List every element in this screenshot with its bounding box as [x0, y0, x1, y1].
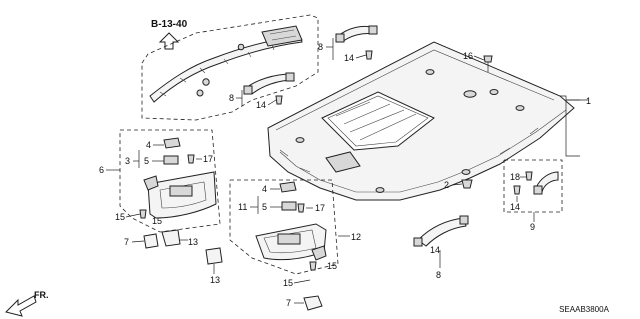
reference-label: B-13-40 — [151, 19, 188, 30]
callout-8: 8 — [229, 93, 234, 103]
drawing-code: SEAAB3800A — [559, 305, 609, 314]
callout-14: 14 — [344, 53, 354, 63]
callout-8: 8 — [318, 42, 323, 52]
callout-15: 15 — [115, 212, 125, 222]
reference-up-arrow — [158, 32, 180, 50]
vanity-mirror — [169, 185, 193, 197]
callout-15: 15 — [152, 216, 162, 226]
airbag-clip — [202, 78, 210, 86]
callout-13: 13 — [188, 237, 198, 247]
front-direction-arrow — [5, 295, 37, 317]
screw — [139, 209, 147, 219]
screw — [275, 95, 283, 105]
airbag-clip — [237, 43, 245, 51]
callout-5: 5 — [144, 156, 149, 166]
callout-12: 12 — [351, 232, 361, 242]
callout-3: 3 — [125, 156, 130, 166]
vanity-mirror — [277, 233, 301, 245]
callout-2: 2 — [444, 180, 449, 190]
rear-grip-group-outline — [503, 159, 563, 213]
callout-14: 14 — [256, 100, 266, 110]
visor-label-cover — [163, 137, 181, 149]
callout-5: 5 — [262, 202, 267, 212]
clip — [483, 55, 493, 63]
light-recess — [325, 151, 361, 173]
callout-11: 11 — [238, 202, 247, 212]
callout-17: 17 — [315, 203, 325, 213]
visor-holder — [303, 295, 323, 311]
clip — [461, 179, 473, 189]
callout-4: 4 — [262, 184, 267, 194]
callout-6: 6 — [99, 165, 104, 175]
airbag-inflator — [261, 25, 303, 47]
left-visor-group-outline — [119, 129, 221, 233]
callout-14: 14 — [510, 202, 520, 212]
screw — [297, 203, 305, 213]
callout-16: 16 — [463, 51, 473, 61]
screw — [309, 261, 317, 271]
airbag-group-outline — [141, 14, 319, 121]
visor-holder-bracket — [205, 247, 223, 265]
callout-14: 14 — [430, 245, 440, 255]
callout-15: 15 — [327, 261, 337, 271]
callout-7: 7 — [286, 298, 291, 308]
callout-8: 8 — [436, 270, 441, 280]
callout-4: 4 — [146, 140, 151, 150]
assist-grip-end — [243, 85, 253, 95]
callout-9: 9 — [530, 222, 535, 232]
visor-hinge — [311, 245, 327, 261]
callout-15: 15 — [283, 278, 293, 288]
screw — [365, 50, 373, 60]
headliner-hole — [463, 90, 477, 98]
front-label: FR. — [34, 290, 49, 300]
visor-label-cover — [279, 181, 297, 193]
vanity-mirror-lid — [163, 155, 179, 165]
visor-hinge — [143, 175, 159, 191]
assist-grip — [417, 217, 467, 247]
right-visor-group-outline — [229, 179, 339, 275]
visor-holder-bracket — [161, 229, 181, 247]
callout-17: 17 — [203, 154, 213, 164]
airbag-clip — [196, 89, 204, 97]
clip — [525, 171, 533, 181]
visor-holder — [143, 233, 159, 249]
screw — [187, 154, 195, 164]
callout-13: 13 — [210, 275, 220, 285]
screw — [513, 185, 521, 195]
vanity-mirror-lid — [281, 201, 297, 211]
callout-18: 18 — [510, 172, 520, 182]
sunroof-opening — [321, 91, 435, 151]
assist-grip-end — [285, 72, 295, 82]
callout-1: 1 — [586, 96, 591, 106]
callout-7: 7 — [124, 237, 129, 247]
